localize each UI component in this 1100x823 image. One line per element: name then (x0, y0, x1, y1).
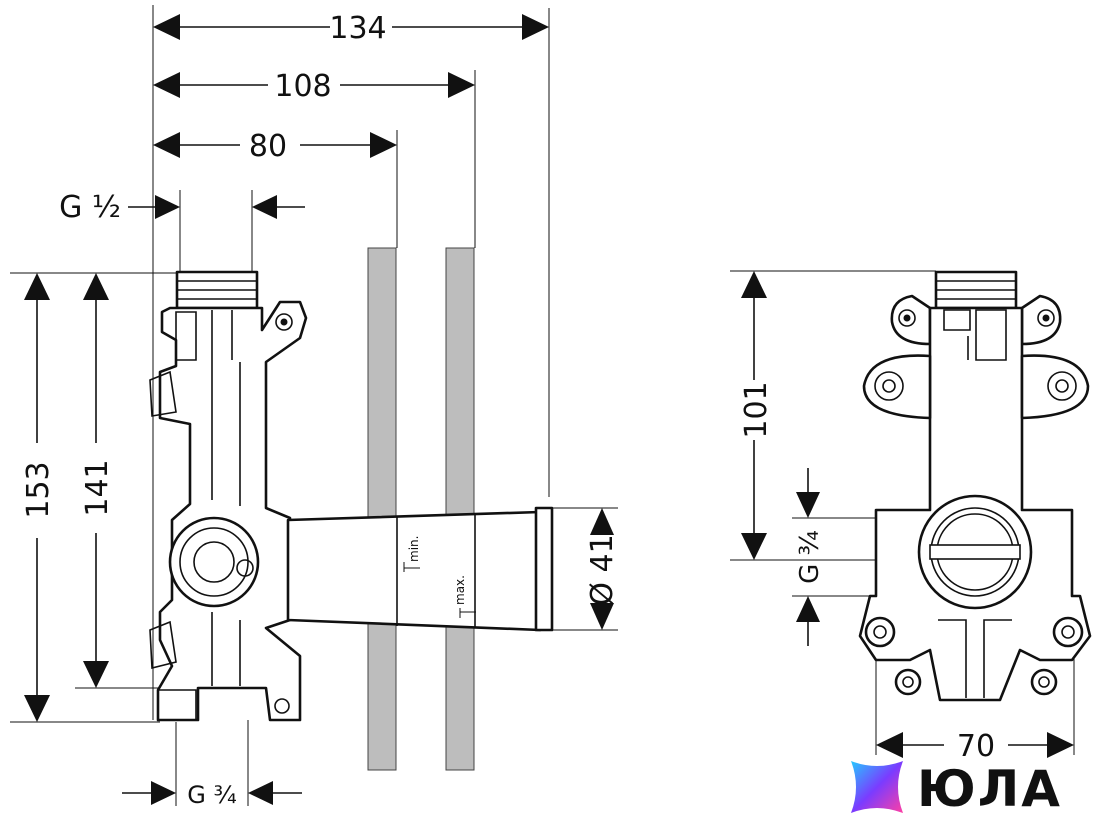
thread-top-dimension: G ½ (59, 190, 305, 272)
height-101: 101 (730, 270, 936, 561)
diameter-label: Ø 41 (585, 534, 620, 605)
watermark-text: ЮЛА (917, 760, 1062, 818)
thread-bottom-label: G ¾ (187, 781, 237, 809)
width-70-label: 70 (957, 729, 995, 764)
dimension-80: 80 (153, 129, 397, 164)
height-141: 141 (75, 273, 176, 689)
dimension-108: 108 (153, 69, 475, 104)
thread-bottom-dimension: G ¾ (122, 720, 302, 809)
dimension-134-label: 134 (329, 11, 386, 46)
dimension-108-label: 108 (274, 69, 331, 104)
thread-top-label: G ½ (59, 190, 121, 225)
thread-side-dimension: G ¾ (792, 468, 880, 646)
valve-body-side (149, 270, 308, 722)
dimension-80-label: 80 (249, 129, 287, 164)
thread-side-label: G ¾ (795, 530, 825, 584)
wall-panel-max (445, 247, 475, 771)
diameter-41: Ø 41 (552, 507, 620, 631)
wall-panel-min (367, 247, 397, 771)
extension-sleeve: min. max. (286, 506, 554, 632)
watermark-logo: ЮЛА (845, 755, 1100, 822)
logo-star-icon (851, 761, 903, 813)
label-min: min. (407, 536, 421, 562)
width-70: 70 (875, 650, 1075, 764)
valve-body-front (858, 270, 1092, 702)
dimension-134: 134 (153, 11, 549, 46)
height-153-label: 153 (21, 461, 56, 518)
front-view: 101 G ¾ 70 (730, 270, 1092, 764)
side-view: 134 108 80 G ½ (10, 5, 620, 809)
label-max: max. (453, 575, 467, 605)
height-153: 153 (10, 272, 176, 723)
height-101-label: 101 (739, 381, 774, 438)
height-141-label: 141 (80, 459, 115, 516)
